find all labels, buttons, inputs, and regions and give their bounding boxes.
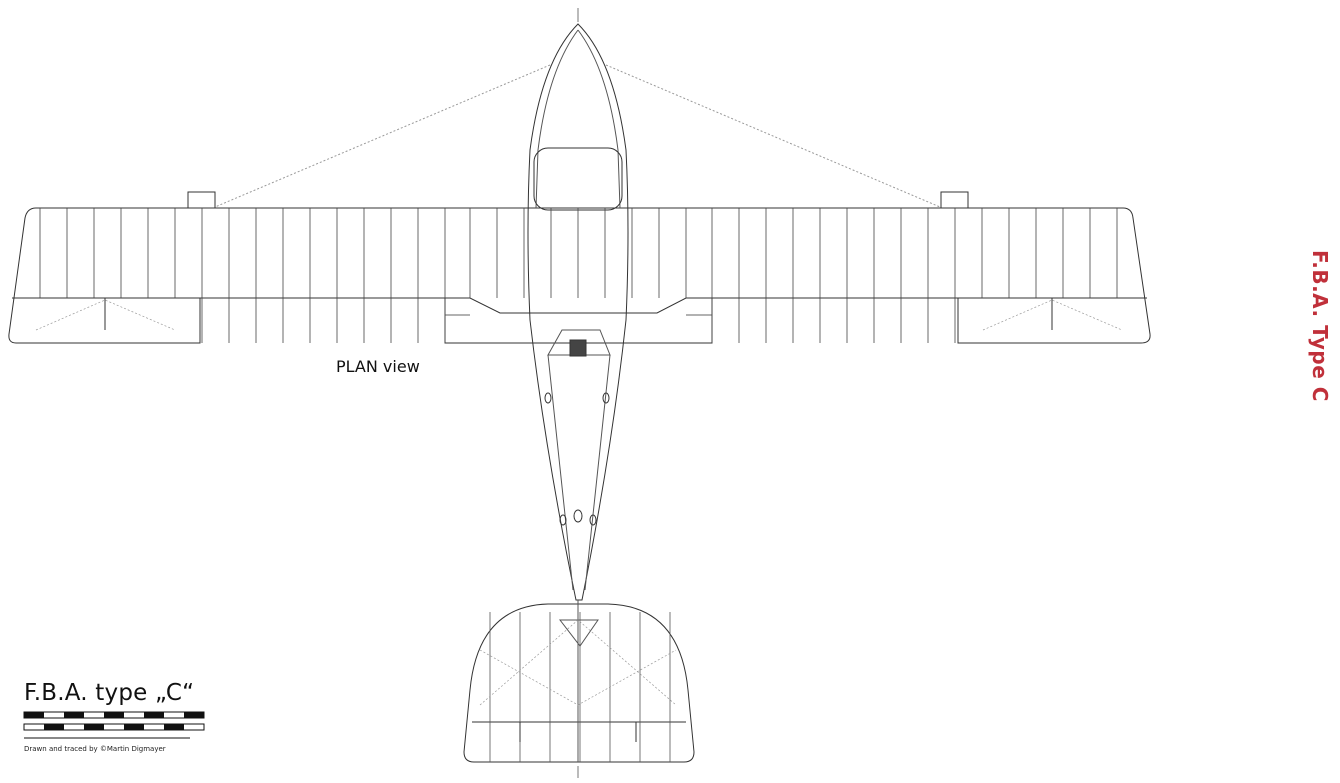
brace-wire-right xyxy=(605,64,941,208)
model-title: F.B.A. type „C“ xyxy=(24,680,195,706)
credit-line: Drawn and traced by ©Martin Digmayer xyxy=(24,745,166,753)
hull-outline xyxy=(527,23,629,601)
tail-plane xyxy=(463,603,695,763)
wing-outline xyxy=(8,207,1151,344)
brace-wire-left xyxy=(214,64,551,208)
strut-cap-right xyxy=(940,191,969,209)
plan-view-label: PLAN view xyxy=(336,357,420,376)
side-title: F.B.A. Type C xyxy=(1300,250,1340,450)
scale-bar xyxy=(23,711,205,739)
side-title-text: F.B.A. Type C xyxy=(1308,250,1332,402)
engine-mount xyxy=(569,339,587,357)
strut-cap-left xyxy=(187,191,216,209)
cockpit-opening xyxy=(533,147,623,211)
hull-inner xyxy=(535,29,621,209)
wing-center-panel xyxy=(445,297,712,314)
